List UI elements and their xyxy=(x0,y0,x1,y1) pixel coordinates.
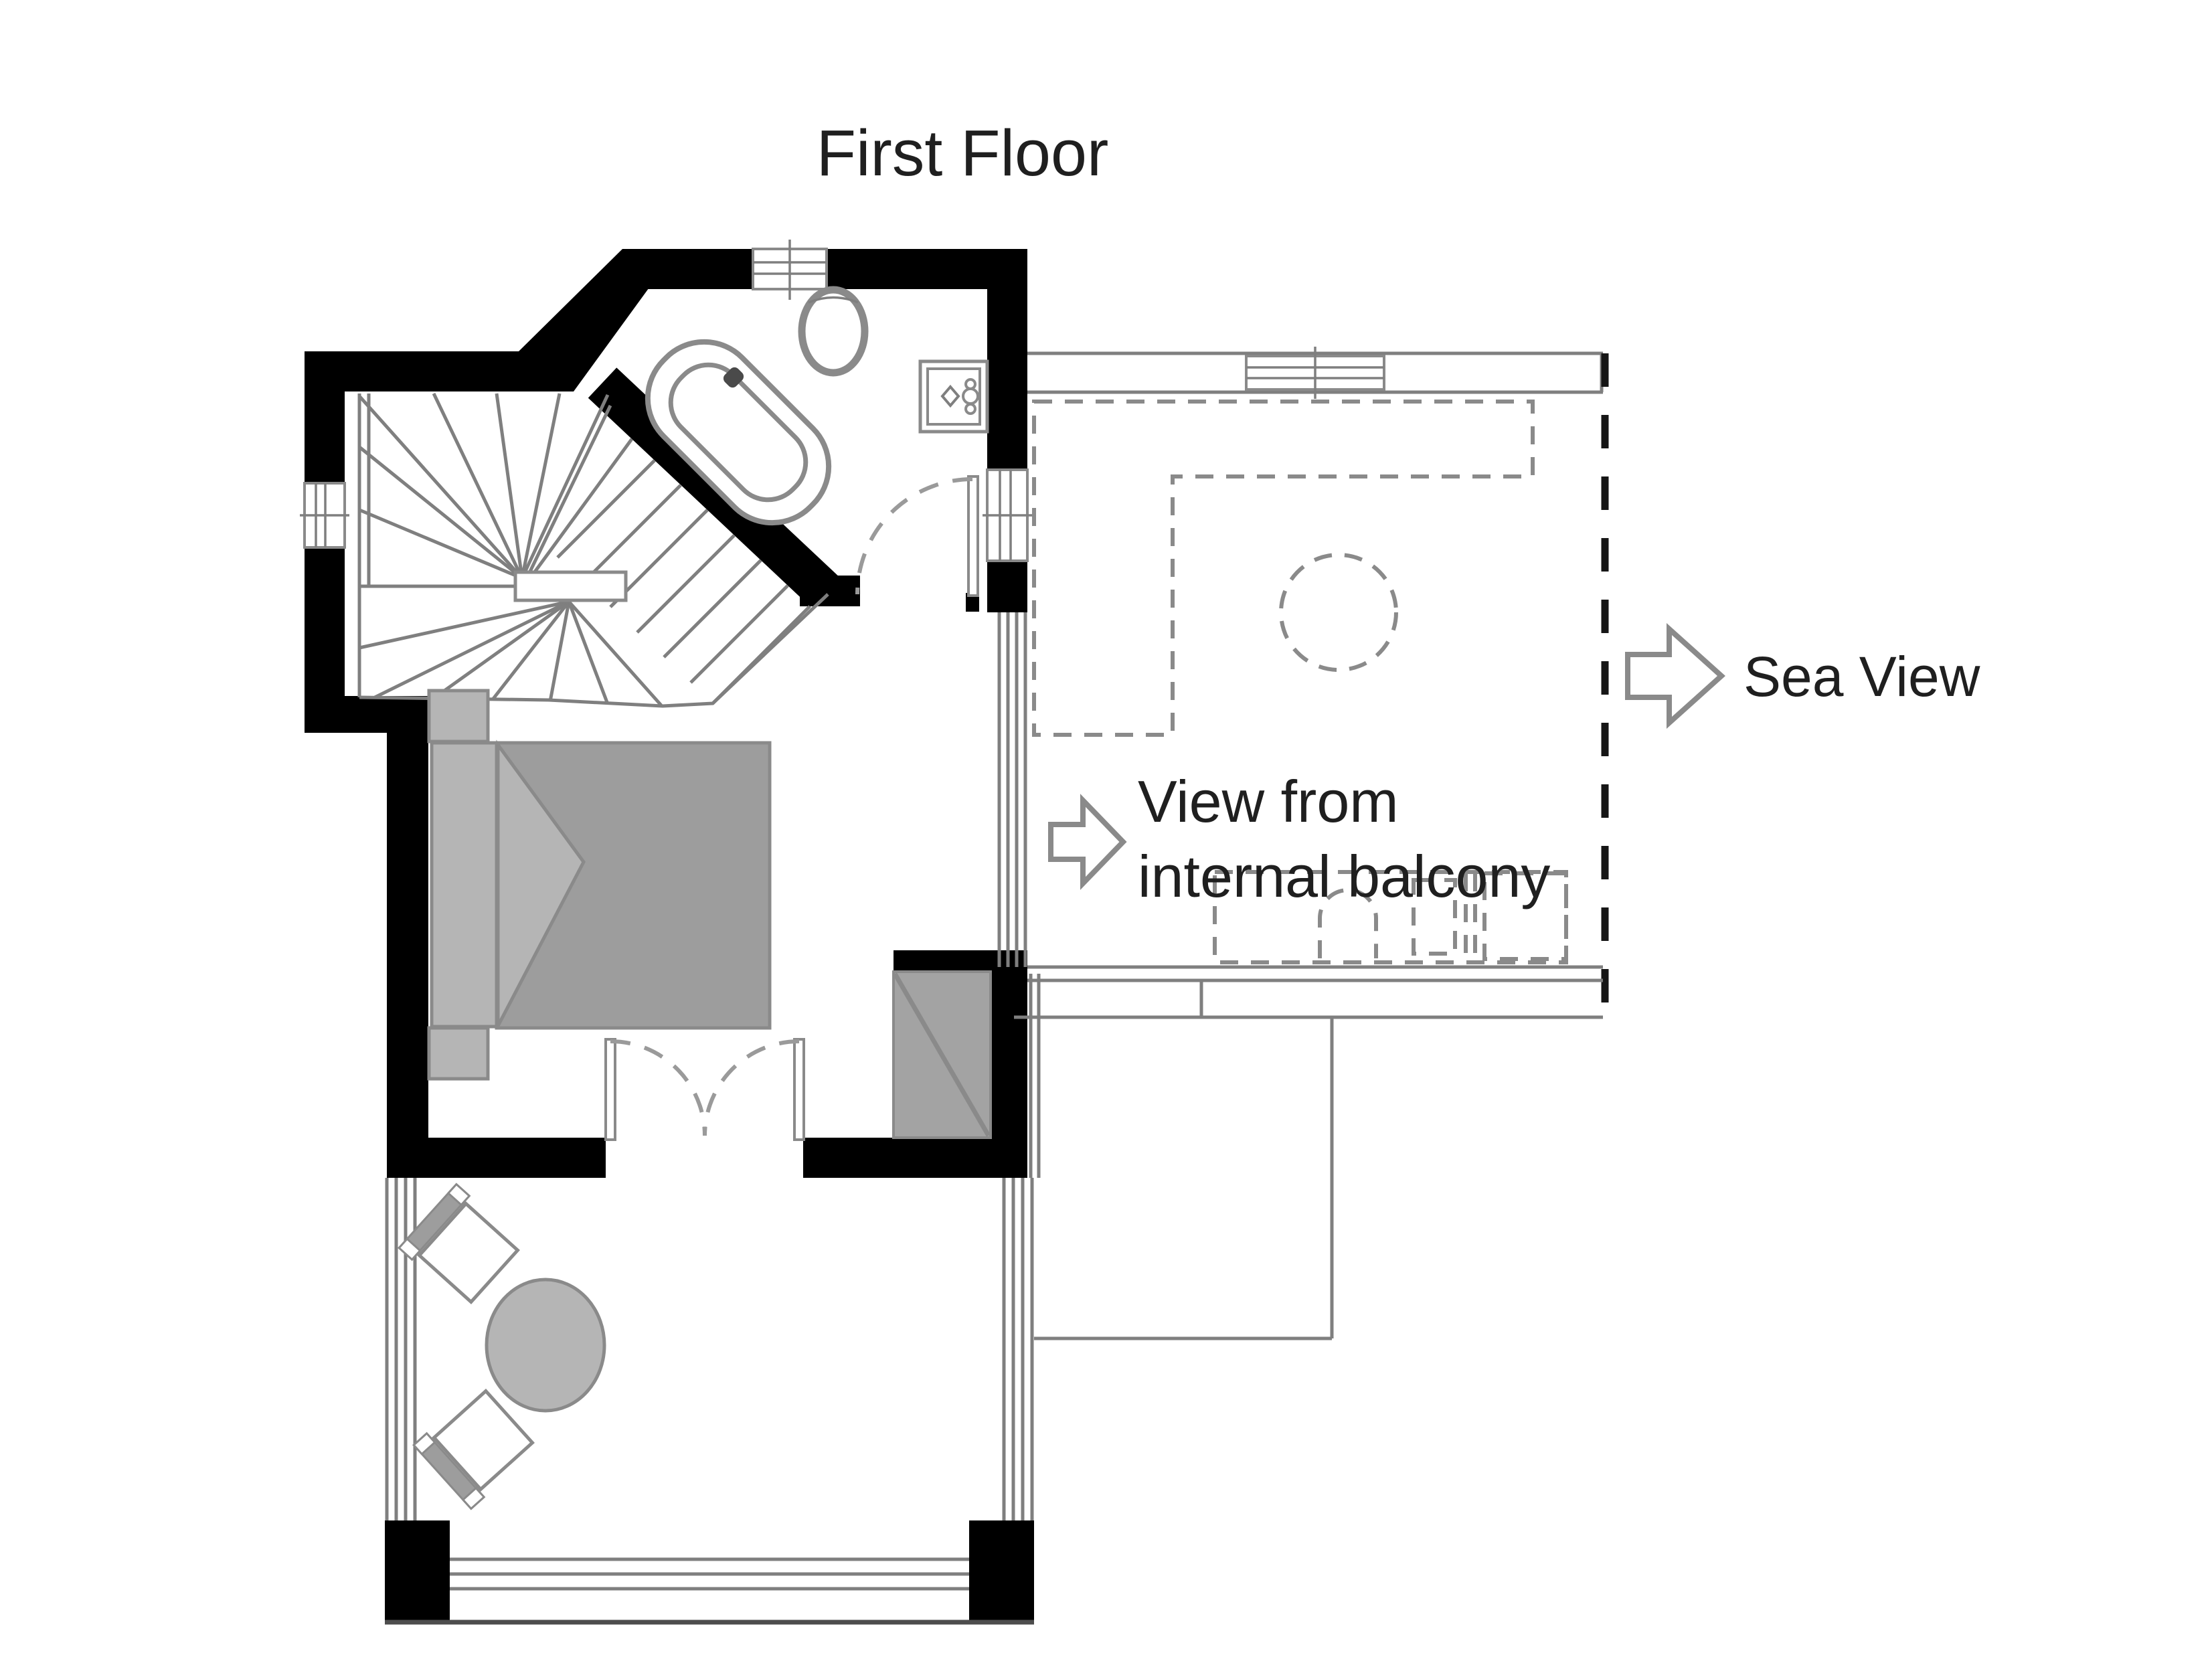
table-below-dashed xyxy=(1279,553,1398,672)
wall-diagonal-end-stub xyxy=(800,576,860,606)
ground-floor-bathroom-dashed xyxy=(1213,870,1568,964)
void-area xyxy=(997,347,1609,1340)
outdoor-balcony xyxy=(385,1178,1034,1625)
windows xyxy=(300,240,1032,562)
annotation-balcony-view: View from internal balcony xyxy=(1048,768,1550,909)
exterior-walls xyxy=(305,249,1034,1622)
page-title: First Floor xyxy=(817,116,1109,189)
bathtub xyxy=(645,339,832,526)
sea-view-label: Sea View xyxy=(1743,645,1980,708)
french-doors xyxy=(604,1038,805,1141)
wall-left-lower xyxy=(305,547,345,696)
internal-balcony-railing xyxy=(997,612,1603,1178)
wall-wardrobe-right xyxy=(989,974,1027,1138)
wall-right-upper xyxy=(987,289,1027,470)
right-arrow-icon xyxy=(1048,794,1127,890)
wall-bedroom-bottom-right xyxy=(803,1138,1027,1178)
wall-left-upper xyxy=(305,391,345,483)
balcony-post-left xyxy=(385,1520,450,1622)
ground-floor-outline xyxy=(1034,1017,1334,1340)
balcony-chair-2 xyxy=(412,1389,535,1510)
stair-newel xyxy=(513,570,628,602)
window-right-wall xyxy=(983,468,1032,562)
void-top-wall xyxy=(1027,347,1604,399)
staircase xyxy=(357,392,829,708)
void-floor-edge-dashed xyxy=(1032,400,1535,737)
french-door-leaf-right xyxy=(793,1038,805,1141)
bathroom xyxy=(645,286,989,597)
window-left-wall xyxy=(300,482,349,549)
sink-soap-dish xyxy=(940,384,960,408)
balcony-view-label-line1: View from xyxy=(1138,768,1399,835)
wall-bedroom-bottom-left xyxy=(387,1138,606,1178)
wall-right-mid xyxy=(987,561,1027,612)
balcony-table xyxy=(485,1278,606,1413)
bathroom-door xyxy=(855,475,979,597)
wall-wardrobe-top xyxy=(894,950,1027,974)
nightstand-bottom xyxy=(427,1026,490,1081)
sink xyxy=(918,359,989,434)
bathtub-faucet xyxy=(723,367,744,388)
balcony-post-right xyxy=(969,1520,1034,1622)
bed xyxy=(427,689,772,1081)
bed-headboard xyxy=(430,741,499,1029)
wall-bedroom-left xyxy=(387,733,428,1138)
nightstand-top xyxy=(427,689,490,744)
wall-bath-top-left xyxy=(622,249,753,289)
bed-blanket-fold xyxy=(496,739,586,1027)
wall-door-jamb xyxy=(966,593,979,612)
wall-bath-top-right xyxy=(827,249,1027,289)
french-door-leaf-left xyxy=(604,1038,616,1141)
bedroom xyxy=(427,689,992,1141)
wall-left-jog xyxy=(305,696,428,733)
balcony-view-label-line2: internal balcony xyxy=(1138,843,1550,909)
annotation-sea-view: Sea View xyxy=(1625,623,1980,729)
wall-stair-top xyxy=(305,351,519,391)
balcony-chair-1 xyxy=(398,1183,520,1304)
wardrobe xyxy=(892,970,992,1139)
right-arrow-icon xyxy=(1625,623,1725,729)
window-void-top xyxy=(1245,347,1385,399)
toilet xyxy=(798,286,869,377)
balcony-railings xyxy=(385,1178,1034,1625)
window-bathroom-top xyxy=(752,240,828,300)
